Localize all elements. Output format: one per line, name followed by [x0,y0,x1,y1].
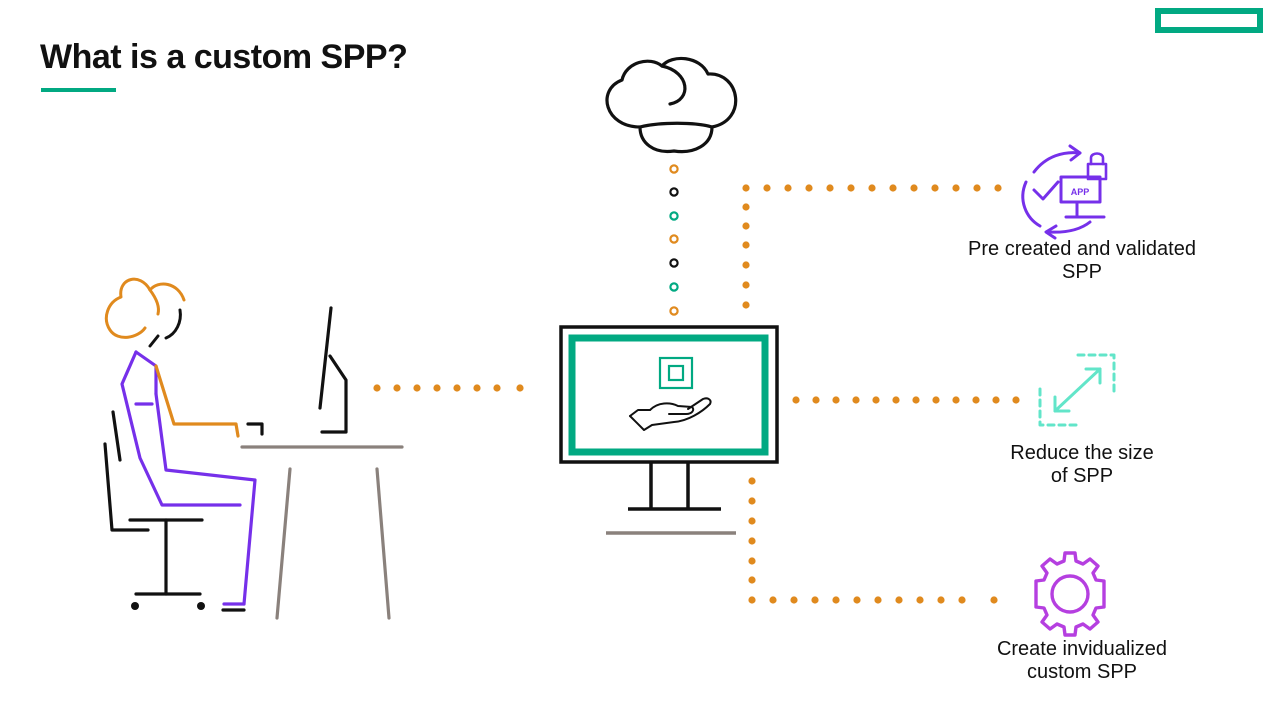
benefit-label-prevalidated: Pre created and validated SPP [952,238,1212,284]
benefit-line2: SPP [1061,261,1103,283]
brand-logo [1155,8,1263,33]
connector-person-monitor [373,384,524,392]
benefit-line2: of SPP [1050,465,1114,487]
cloud-icon [605,56,738,154]
monitor-icon [559,325,779,535]
page-title: What is a custom SPP? [40,38,408,76]
person-at-desk-illustration [103,277,404,620]
connector-cloud-monitor [669,164,679,316]
connector-monitor-middle [792,396,1020,404]
benefit-line2: custom SPP [1026,661,1138,683]
benefit-label-reduce-size: Reduce the size of SPP [992,442,1172,488]
benefit-line1: Reduce the size [1010,442,1154,464]
connector-monitor-bottom [748,477,998,604]
app-lock-icon: APP [1021,144,1108,240]
title-underline [41,88,116,92]
benefit-line1: Create invidualized [996,638,1168,660]
benefit-line1: Pre created and validated [968,238,1196,260]
resize-arrows-icon [1038,353,1116,427]
chip-icon [658,356,694,390]
gear-icon [1034,551,1106,637]
connector-monitor-top [742,184,1002,309]
benefit-label-individualized: Create invidualized custom SPP [972,638,1192,684]
app-badge-text: APP [1071,187,1090,197]
hand-icon [629,397,712,431]
